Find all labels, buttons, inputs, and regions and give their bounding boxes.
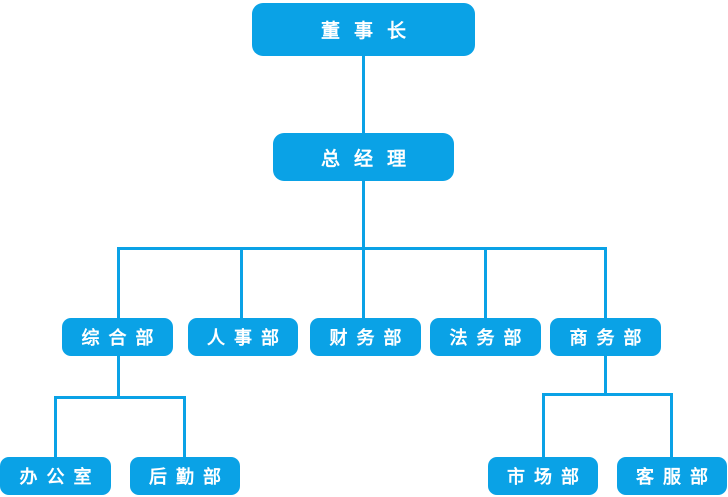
org-node-label: 办公室 [19, 467, 101, 488]
connector-bus-general-affairs [54, 396, 186, 399]
org-node-general-affairs-dept: 综合部 [62, 318, 173, 356]
connector-drop-office [54, 396, 57, 457]
org-node-business-dept: 商务部 [550, 318, 661, 356]
connector-drop-logistics [183, 396, 186, 457]
connector-chairman-gm [362, 56, 365, 133]
org-node-general-manager: 总经理 [273, 133, 454, 181]
org-node-label: 财务部 [329, 328, 411, 349]
org-node-marketing-dept: 市场部 [488, 457, 598, 495]
connector-drop-business [604, 247, 607, 318]
org-node-logistics-dept: 后勤部 [130, 457, 240, 495]
org-node-label: 客服部 [636, 467, 717, 488]
org-node-chairman: 董事长 [252, 3, 475, 56]
org-node-label: 后勤部 [149, 467, 230, 488]
connector-general-affairs-down [117, 356, 120, 397]
connector-drop-marketing [542, 393, 545, 457]
org-node-label: 法务部 [449, 328, 531, 349]
connector-business-down [604, 356, 607, 394]
org-node-finance-dept: 财务部 [310, 318, 421, 356]
org-node-legal-dept: 法务部 [430, 318, 541, 356]
org-node-label: 综合部 [81, 328, 163, 349]
org-node-label: 总经理 [320, 147, 420, 170]
org-node-label: 人事部 [207, 328, 288, 349]
connector-drop-customer-service [670, 393, 673, 457]
connector-bus-level3 [117, 247, 607, 250]
org-node-label: 董事长 [320, 20, 420, 42]
org-node-office: 办公室 [0, 457, 111, 495]
connector-drop-legal [484, 247, 487, 318]
org-node-label: 商务部 [569, 328, 651, 349]
org-node-customer-service-dept: 客服部 [617, 457, 727, 495]
connector-drop-general-affairs [117, 247, 120, 318]
org-node-hr-dept: 人事部 [188, 318, 298, 356]
org-node-label: 市场部 [507, 467, 588, 488]
connector-bus-business [542, 393, 673, 396]
connector-drop-hr [240, 247, 243, 318]
